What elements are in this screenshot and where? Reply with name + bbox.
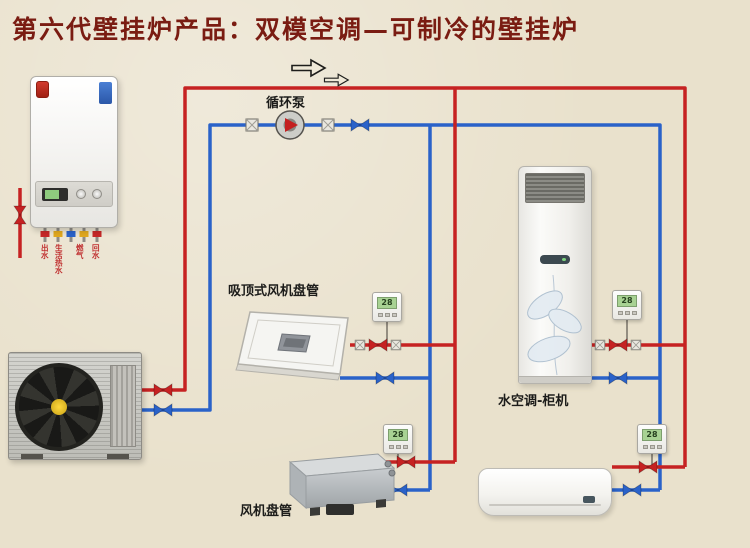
cabinet-top-grille bbox=[525, 173, 585, 203]
ducted-base-bracket bbox=[326, 504, 354, 515]
wall-hung-boiler bbox=[30, 76, 118, 228]
valve-icon-hot-split bbox=[638, 460, 658, 474]
cold-pipe-main bbox=[140, 123, 662, 490]
valve-icon-cold-split bbox=[622, 483, 642, 497]
thermostat-buttons bbox=[618, 311, 637, 315]
boiler-display-screen bbox=[45, 190, 59, 199]
ducted-pipe-stub bbox=[388, 469, 396, 477]
port-valve-knob bbox=[79, 231, 89, 237]
boiler-port-label: 出水 bbox=[40, 244, 50, 259]
boiler-port-label: 燃气 bbox=[75, 244, 85, 259]
ducted-pipe-stub bbox=[384, 460, 392, 468]
port-valve-knob bbox=[92, 231, 102, 237]
flange-icon bbox=[245, 118, 259, 132]
flange-icon bbox=[390, 339, 402, 351]
boiler-display bbox=[42, 188, 68, 201]
thermostat-display: 28 bbox=[642, 429, 662, 441]
thermostat-split: 28 bbox=[637, 424, 667, 454]
boiler-knob bbox=[92, 189, 102, 199]
fan-hub bbox=[51, 399, 67, 415]
flange-icon bbox=[321, 118, 335, 132]
valve-icon-hot-cassette bbox=[368, 338, 388, 352]
split-display bbox=[583, 496, 595, 503]
outdoor-unit-grille bbox=[110, 365, 136, 447]
ducted-foot bbox=[376, 499, 386, 508]
boiler-port-label: 回水 bbox=[91, 244, 101, 259]
cabinet-base bbox=[519, 376, 591, 383]
cassette-vent-grille bbox=[283, 338, 306, 348]
ducted-fan-coil-unit bbox=[288, 453, 396, 516]
cabinet-flower-art bbox=[527, 274, 582, 376]
pump-icon bbox=[275, 110, 305, 140]
flange-icon bbox=[630, 339, 642, 351]
boiler-energy-sticker bbox=[99, 82, 112, 104]
wall-split-indoor-unit bbox=[478, 468, 612, 516]
valve-icon-boiler-inlet bbox=[13, 205, 27, 225]
thermostat-display: 28 bbox=[388, 429, 408, 441]
cassette-inner-frame bbox=[247, 319, 341, 367]
cassette-label: 吸顶式风机盘管 bbox=[228, 284, 320, 299]
flow-arrows bbox=[291, 59, 349, 87]
port-valve-knob bbox=[53, 231, 63, 237]
thermostat-cabinet: 28 bbox=[612, 290, 642, 320]
flange-icon bbox=[594, 339, 606, 351]
thermostat-buttons bbox=[389, 445, 408, 449]
valve-icon-cold-cassette bbox=[375, 371, 395, 385]
valve-icon-cold-cabinet bbox=[608, 371, 628, 385]
outdoor-unit-foot bbox=[21, 454, 43, 459]
boiler-ports bbox=[40, 228, 102, 242]
pump-label: 循环泵 bbox=[266, 96, 306, 111]
ceiling-cassette-unit bbox=[235, 311, 349, 381]
valve-icon-hot-cabinet bbox=[608, 338, 628, 352]
valve-icon-cold-outdoor bbox=[153, 403, 173, 417]
outdoor-unit-foot bbox=[107, 454, 129, 459]
ducted-label: 风机盘管 bbox=[240, 504, 293, 519]
split-louver-slot bbox=[489, 504, 601, 506]
valve-icon-pump-line bbox=[350, 118, 370, 132]
cabinet-display bbox=[540, 255, 570, 264]
port-valve-knob bbox=[40, 231, 50, 237]
thermostat-buttons bbox=[643, 445, 662, 449]
fan-icon bbox=[15, 363, 103, 451]
ducted-foot bbox=[310, 507, 320, 516]
cabinet-air-conditioner bbox=[518, 166, 592, 384]
flow-arrow-icon bbox=[291, 59, 326, 77]
thermostat-display: 28 bbox=[617, 295, 637, 307]
hot-pipe-main bbox=[140, 86, 687, 467]
boiler-port-label: 生活热水 bbox=[54, 244, 64, 274]
boiler-knob bbox=[76, 189, 86, 199]
flow-arrow-icon bbox=[323, 73, 349, 87]
port-valve-knob bbox=[66, 231, 76, 237]
page-title: 第六代壁挂炉产品：双模空调—可制冷的壁挂炉 bbox=[12, 15, 580, 44]
thermostat-cassette: 28 bbox=[372, 292, 402, 322]
cabinet-label: 水空调-柜机 bbox=[498, 394, 569, 409]
boiler-brand-badge bbox=[36, 81, 49, 98]
thermostat-buttons bbox=[378, 313, 397, 317]
outdoor-heat-pump-unit bbox=[8, 352, 142, 460]
valve-icon-hot-outdoor bbox=[153, 383, 173, 397]
ducted-front-face bbox=[305, 467, 395, 509]
boiler-control-panel bbox=[35, 181, 113, 207]
thermostat-display: 28 bbox=[377, 297, 397, 309]
thermostat-ducted: 28 bbox=[383, 424, 413, 454]
